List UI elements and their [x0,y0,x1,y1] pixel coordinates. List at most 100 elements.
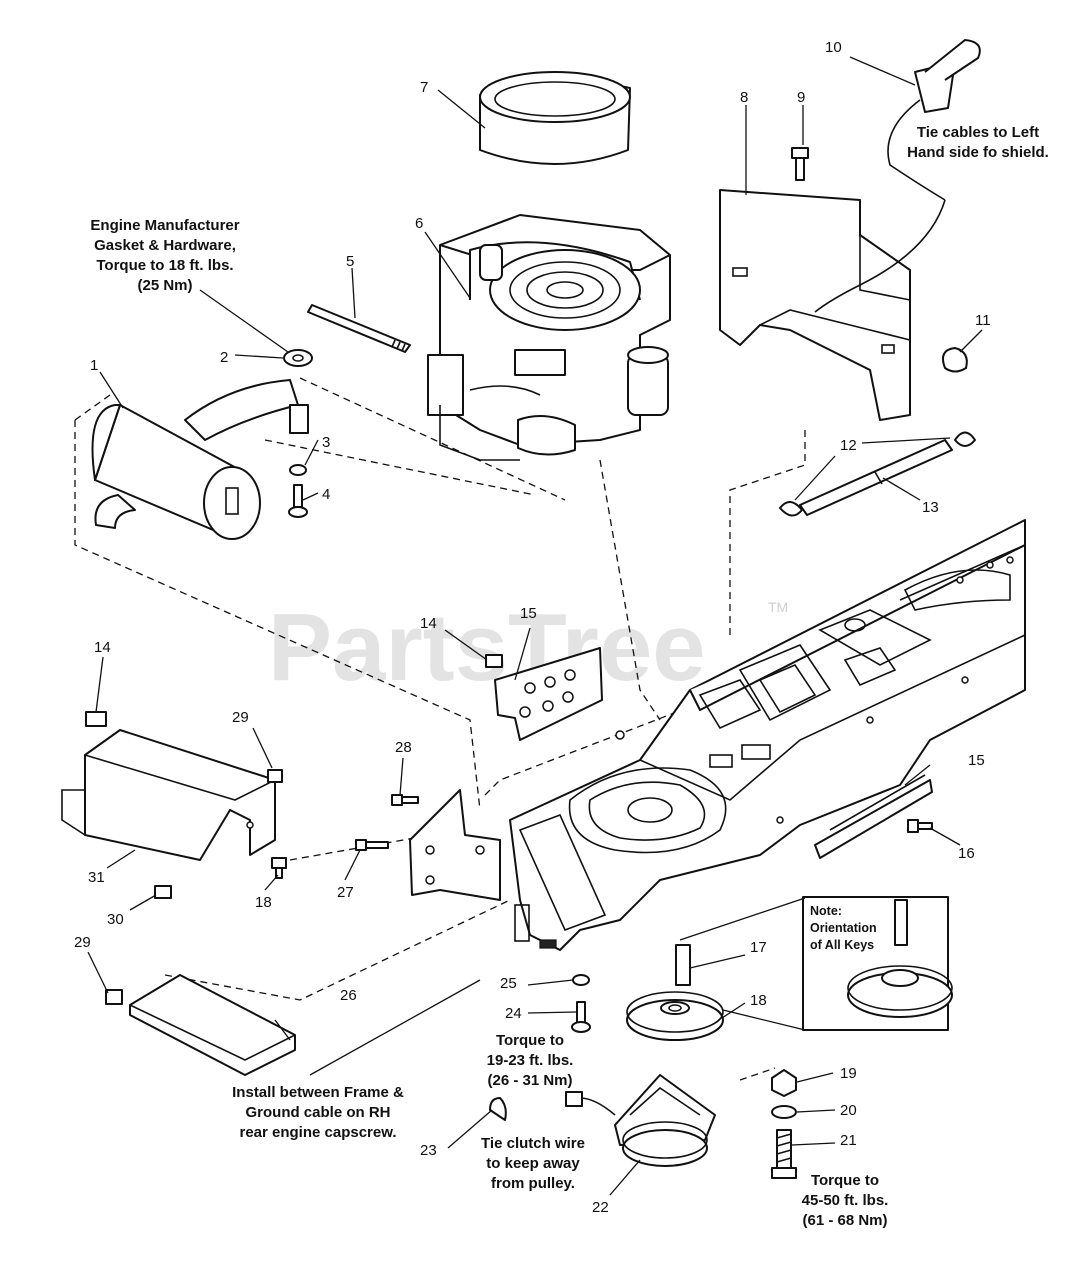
main-frame[interactable] [509,519,1026,951]
wire-tie[interactable] [489,1097,507,1121]
bracket-screw[interactable] [907,819,933,833]
fuel-hose[interactable] [799,439,953,516]
callout-16[interactable]: 16 [958,845,975,862]
svg-text:to keep away: to keep away [486,1155,580,1172]
callout-17[interactable]: 17 [750,939,767,956]
callout-12[interactable]: 12 [840,437,857,454]
callout-29-lower[interactable]: 29 [74,934,91,951]
callout-4[interactable]: 4 [322,486,330,503]
engine[interactable] [427,214,671,461]
ground-tray[interactable] [129,974,296,1076]
callout-13[interactable]: 13 [922,499,939,516]
callout-18-pulley[interactable]: 18 [750,992,767,1009]
clip-nut-left[interactable] [85,711,107,727]
callout-29-upper[interactable]: 29 [232,709,249,726]
callout-28[interactable]: 28 [395,739,412,756]
callout-5[interactable]: 5 [346,253,354,270]
svg-text:Install between Frame &: Install between Frame & [232,1084,404,1101]
shield-bolt[interactable] [791,147,809,181]
svg-text:Gasket & Hardware,: Gasket & Hardware, [94,237,236,254]
exhaust-gasket[interactable] [283,349,313,367]
note-clutch-torque: Torque to 45-50 ft. lbs. (61 - 68 Nm) [802,1172,889,1229]
electric-clutch[interactable] [565,1074,716,1167]
callout-15-right[interactable]: 15 [968,752,985,769]
mounting-bracket-upper[interactable] [494,647,603,741]
svg-text:rear engine capscrew.: rear engine capscrew. [239,1124,396,1141]
air-cleaner-ring[interactable] [479,71,631,165]
watermark-text: PartsTree [268,594,706,701]
engine-pulley[interactable] [626,991,724,1041]
lock-washer-25[interactable] [572,974,590,986]
clutch-nut[interactable] [771,1069,797,1097]
note-tie-cables: Tie cables to Left Hand side fo shield. [907,124,1049,161]
callout-24[interactable]: 24 [505,1005,522,1022]
callout-1[interactable]: 1 [90,357,98,374]
svg-text:Torque to 18 ft. lbs.: Torque to 18 ft. lbs. [96,257,233,274]
callout-20[interactable]: 20 [840,1102,857,1119]
svg-text:45-50 ft. lbs.: 45-50 ft. lbs. [802,1192,889,1209]
note-ground-cable: Install between Frame & Ground cable on … [232,1084,404,1141]
hose-clamp-left[interactable] [779,501,803,517]
svg-text:Engine Manufacturer: Engine Manufacturer [90,217,239,234]
svg-text:19-23 ft. lbs.: 19-23 ft. lbs. [487,1052,574,1069]
pulley-key[interactable] [675,944,691,986]
callout-numbers: 1 2 3 4 5 6 7 8 9 10 11 12 13 14 14 15 1… [74,39,991,1216]
muffler[interactable] [91,379,309,540]
callout-6[interactable]: 6 [415,215,423,232]
callout-9[interactable]: 9 [797,89,805,106]
callout-14-left[interactable]: 14 [94,639,111,656]
cage-nut[interactable] [154,885,172,899]
exhaust-screw[interactable] [288,484,308,518]
clutch-washer[interactable] [771,1105,797,1119]
callout-22[interactable]: 22 [592,1199,609,1216]
callout-19[interactable]: 19 [840,1065,857,1082]
engine-stud[interactable] [307,304,411,353]
svg-text:(61 - 68 Nm): (61 - 68 Nm) [802,1212,887,1229]
frame-screw-upper[interactable] [391,794,419,806]
capscrew-24[interactable] [571,1001,591,1033]
callout-25[interactable]: 25 [500,975,517,992]
svg-text:Tie cables to Left: Tie cables to Left [917,124,1039,141]
cover-screw[interactable] [271,857,287,879]
rear-cover[interactable] [61,729,276,861]
callout-2[interactable]: 2 [220,349,228,366]
clutch-bolt[interactable] [771,1129,797,1179]
callout-11[interactable]: 11 [975,312,991,329]
cable-clip[interactable] [942,347,968,373]
speed-nut-upper[interactable] [267,769,283,783]
callout-23[interactable]: 23 [420,1142,437,1159]
callout-14-upper[interactable]: 14 [420,615,437,632]
svg-text:(26 - 31 Nm): (26 - 31 Nm) [487,1072,572,1089]
mounting-bracket-right[interactable] [814,774,933,859]
svg-text:Ground cable on RH: Ground cable on RH [245,1104,390,1121]
svg-text:Torque to: Torque to [496,1032,564,1049]
lock-washer[interactable] [289,464,307,476]
speed-nut-lower[interactable] [105,989,123,1005]
callout-3[interactable]: 3 [322,434,330,451]
svg-text:Orientation: Orientation [810,921,877,935]
heat-shield[interactable] [719,189,911,421]
callout-18-screw[interactable]: 18 [255,894,272,911]
svg-text:of All Keys: of All Keys [810,938,874,952]
callout-26[interactable]: 26 [340,987,357,1004]
leader-lines [87,56,983,1196]
clip-nut-upper[interactable] [485,654,503,668]
callout-27[interactable]: 27 [337,884,354,901]
ground-cable [309,979,481,1076]
callout-15-upper[interactable]: 15 [520,605,537,622]
callout-7[interactable]: 7 [420,79,428,96]
callout-31[interactable]: 31 [88,869,105,886]
svg-text:Hand side fo shield.: Hand side fo shield. [907,144,1049,161]
throttle-control[interactable] [814,39,981,313]
note-key-orientation: Note: Orientation of All Keys [810,904,877,952]
callout-21[interactable]: 21 [840,1132,857,1149]
callout-8[interactable]: 8 [740,89,748,106]
callout-30[interactable]: 30 [107,911,124,928]
rear-frame-bracket[interactable] [409,789,557,949]
hose-clamp-right[interactable] [954,431,976,447]
svg-text:Torque to: Torque to [811,1172,879,1189]
svg-text:Note:: Note: [810,904,842,918]
callout-10[interactable]: 10 [825,39,842,56]
frame-screw-lower[interactable] [355,839,389,851]
